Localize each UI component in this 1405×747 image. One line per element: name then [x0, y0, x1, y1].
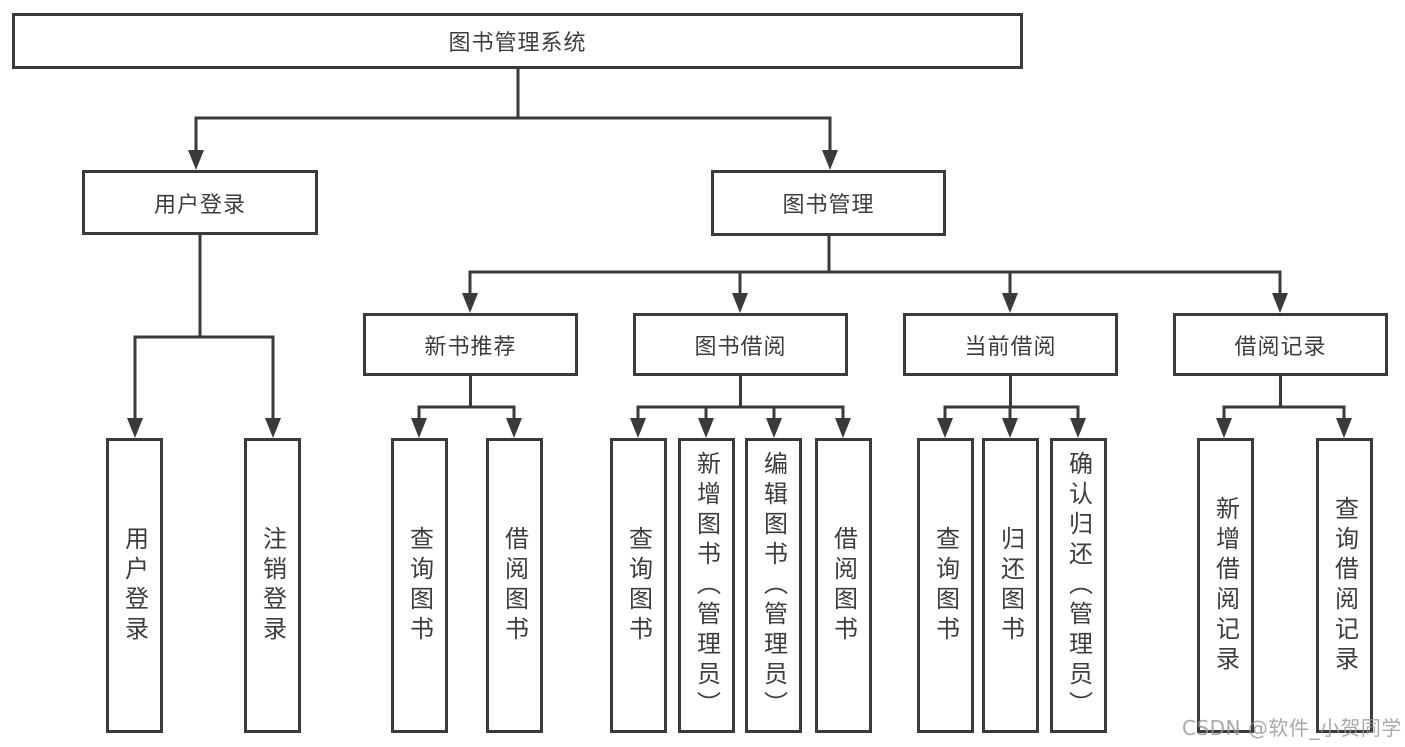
connector-borrow-records — [1216, 376, 1352, 438]
leaf-borrow-books-borrow: 借阅图书 — [815, 438, 872, 733]
node-current-borrow: 当前借阅 — [903, 313, 1118, 376]
leaf-query-books-current: 查询图书 — [917, 438, 974, 733]
watermark: CSDN @软件_小贺同学 — [1182, 716, 1402, 740]
connector-root — [188, 69, 838, 170]
node-user-login: 用户登录 — [82, 170, 318, 235]
leaf-edit-book-admin: 编辑图书（管理员） — [745, 438, 802, 733]
leaf-user-login: 用户登录 — [106, 438, 163, 733]
connector-current-borrow — [937, 376, 1086, 438]
node-borrow-records: 借阅记录 — [1173, 313, 1388, 376]
node-book-borrow: 图书借阅 — [633, 313, 848, 376]
connector-user-login — [127, 235, 281, 438]
leaf-query-borrow-record: 查询借阅记录 — [1316, 438, 1373, 733]
leaf-add-book-admin: 新增图书（管理员） — [678, 438, 735, 733]
leaf-return-book: 归还图书 — [982, 438, 1039, 733]
leaf-add-borrow-record: 新增借阅记录 — [1197, 438, 1254, 733]
connector-new-book-recommend — [411, 376, 522, 438]
leaf-query-books-recommend: 查询图书 — [391, 438, 448, 733]
node-new-book-recommend: 新书推荐 — [363, 313, 578, 376]
node-root: 图书管理系统 — [12, 13, 1023, 69]
leaf-query-books-borrow: 查询图书 — [610, 438, 667, 733]
connector-book-borrow — [630, 376, 851, 438]
leaf-logout: 注销登录 — [244, 438, 301, 733]
leaf-confirm-return-admin: 确认归还（管理员） — [1050, 438, 1107, 733]
connector-book-management — [462, 236, 1288, 313]
leaf-borrow-books-recommend: 借阅图书 — [486, 438, 543, 733]
node-book-management: 图书管理 — [711, 170, 946, 236]
